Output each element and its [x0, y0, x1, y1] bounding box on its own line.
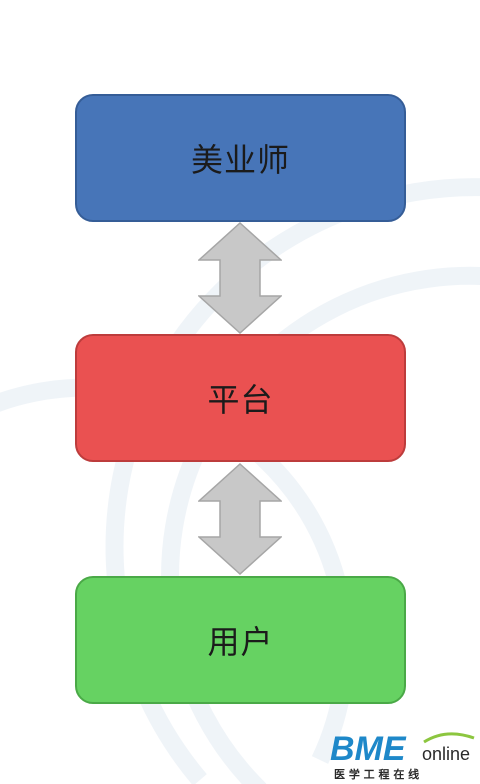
node-platform-label: 平台: [207, 381, 274, 419]
node-user: 用户: [75, 576, 406, 704]
logo-suffix-text: online: [422, 744, 470, 764]
bidirectional-arrow-icon: [198, 222, 282, 334]
logo-swoosh: [423, 732, 475, 744]
node-designer-label: 美业师: [190, 141, 290, 179]
node-user-label: 用户: [207, 623, 274, 661]
logo-main-text: BME: [330, 730, 407, 768]
node-platform: 平台: [75, 334, 406, 462]
logo-subtitle-text: 医 学 工 程 在 线: [334, 767, 419, 781]
bme-online-logo: BME online 医 学 工 程 在 线: [330, 730, 475, 781]
node-designer: 美业师: [75, 94, 406, 222]
bidirectional-arrow-icon: [198, 463, 282, 575]
